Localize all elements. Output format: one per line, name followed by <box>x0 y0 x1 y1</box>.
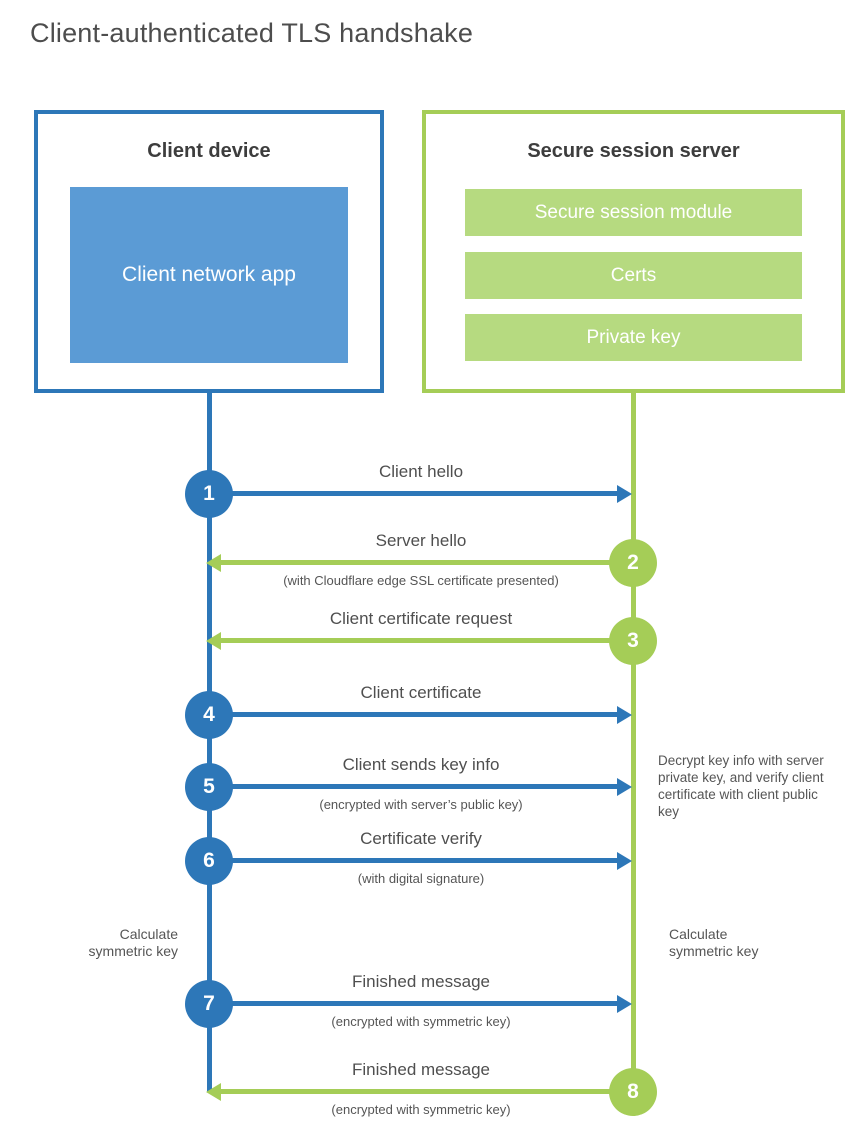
message-sublabel: (encrypted with symmetric key) <box>331 1102 511 1117</box>
message-arrow <box>221 560 633 565</box>
arrowhead-left-icon <box>206 554 221 572</box>
message-label: Server hello <box>375 531 467 550</box>
client-network-app-box: Client network app <box>70 187 348 363</box>
message-label: Client sends key info <box>342 755 500 774</box>
arrowhead-left-icon <box>206 1083 221 1101</box>
message-label: Finished message <box>352 1060 490 1079</box>
step-number-badge: 3 <box>609 617 657 665</box>
arrowhead-right-icon <box>617 995 632 1013</box>
step-number-badge: 8 <box>609 1068 657 1116</box>
arrowhead-right-icon <box>617 778 632 796</box>
message-arrow <box>209 858 618 863</box>
message-sublabel: (encrypted with server’s public key) <box>319 797 523 812</box>
message-arrow <box>209 712 618 717</box>
server-module-private-key: Private key <box>465 314 802 361</box>
step-number-badge: 1 <box>185 470 233 518</box>
server-lifeline <box>631 393 636 1093</box>
client-lifeline <box>207 393 212 1092</box>
step-number-badge: 6 <box>185 837 233 885</box>
message-label: Client hello <box>378 462 464 481</box>
page-title: Client-authenticated TLS handshake <box>30 18 474 48</box>
message-arrow <box>209 784 618 789</box>
server-module-secure-session: Secure session module <box>465 189 802 236</box>
message-arrow <box>209 491 618 496</box>
arrowhead-left-icon <box>206 632 221 650</box>
message-label: Finished message <box>352 972 490 991</box>
client-device-header: Client device <box>147 140 271 162</box>
step-number-badge: 4 <box>185 691 233 739</box>
message-sublabel: (encrypted with symmetric key) <box>331 1014 511 1029</box>
message-arrow <box>209 1001 618 1006</box>
arrowhead-right-icon <box>617 852 632 870</box>
message-label: Client certificate request <box>329 609 513 628</box>
message-sublabel: (with digital signature) <box>357 871 485 886</box>
message-arrow <box>221 638 633 643</box>
step-number-badge: 2 <box>609 539 657 587</box>
message-sublabel: (with Cloudflare edge SSL certificate pr… <box>283 573 559 588</box>
decrypt-verify-note: Decrypt key info with server private key… <box>658 753 824 819</box>
step-number-badge: 5 <box>185 763 233 811</box>
secure-session-server-header: Secure session server <box>527 140 740 162</box>
message-label: Certificate verify <box>360 829 482 848</box>
arrowhead-right-icon <box>617 485 632 503</box>
arrowhead-right-icon <box>617 706 632 724</box>
message-arrow <box>221 1089 633 1094</box>
message-label: Client certificate <box>360 683 482 702</box>
step-number-badge: 7 <box>185 980 233 1028</box>
server-module-certs: Certs <box>465 252 802 299</box>
